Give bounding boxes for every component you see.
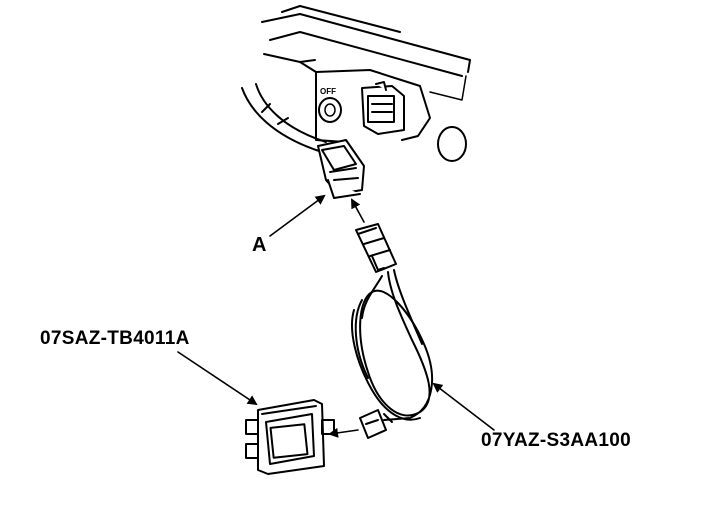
arrow-tool-label: [177, 351, 258, 406]
cable-plug: [355, 223, 397, 273]
tool-plug: [359, 409, 393, 439]
dashboard-panel: [261, 5, 471, 143]
arrow-a: [269, 194, 326, 237]
label-a: A: [252, 234, 267, 256]
label-cable-part: 07YAZ-S3AA100: [481, 430, 631, 451]
connector-a: [317, 139, 365, 199]
label-tool-part: 07SAZ-TB4011A: [40, 328, 190, 349]
off-switch-label: OFF: [320, 87, 336, 96]
arrow-to-tool: [328, 427, 359, 438]
adapter-cable: [351, 269, 434, 421]
tool-box: [245, 399, 335, 475]
arrow-plug-up: [351, 198, 365, 223]
arrows: [177, 194, 495, 438]
panel-hole: [437, 126, 467, 162]
vehicle-harness: [241, 83, 327, 153]
off-switch: OFF: [318, 87, 342, 123]
panel-connector: [361, 81, 405, 135]
arrow-cable-label: [432, 382, 495, 431]
